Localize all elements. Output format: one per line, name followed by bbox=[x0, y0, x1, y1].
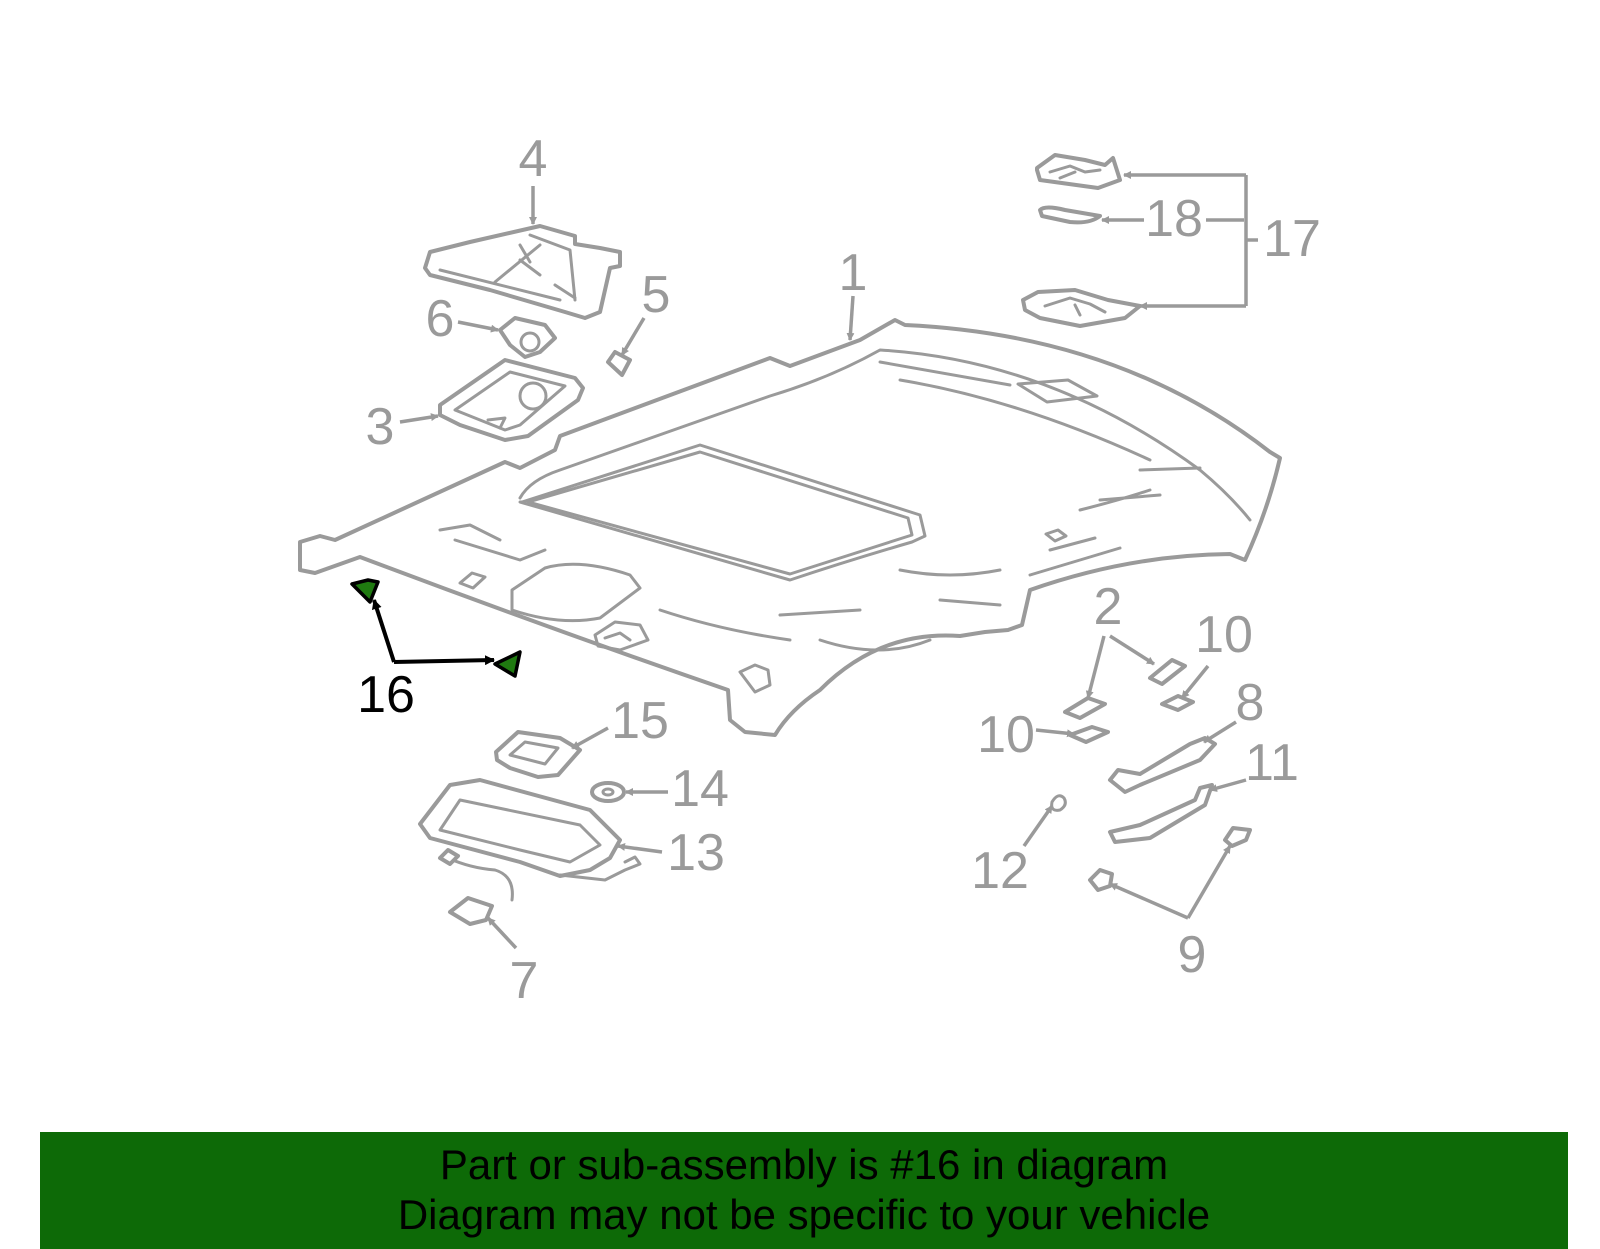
callout-13: 13 bbox=[667, 824, 725, 882]
callout-7: 7 bbox=[510, 952, 539, 1010]
handle-assembly-part-17 bbox=[1021, 153, 1142, 328]
callout-1: 1 bbox=[839, 244, 868, 302]
callout-3: 3 bbox=[366, 398, 395, 456]
callout-11: 11 bbox=[1245, 734, 1299, 792]
cap-part-9 bbox=[1088, 826, 1252, 892]
sun-visor-part-13 bbox=[418, 778, 642, 882]
visor-lamp-part-15 bbox=[494, 730, 582, 779]
overhead-base-part-3 bbox=[438, 358, 585, 442]
clip-part-5 bbox=[606, 350, 632, 377]
banner-line-part-number: Part or sub-assembly is #16 in diagram bbox=[439, 1141, 1169, 1188]
seal-part-18 bbox=[1038, 205, 1102, 225]
callout-9: 9 bbox=[1178, 926, 1207, 984]
banner-line-disclaimer: Diagram may not be specific to your vehi… bbox=[397, 1191, 1211, 1238]
callout-15: 15 bbox=[611, 692, 669, 750]
callout-18: 18 bbox=[1145, 190, 1203, 248]
lamp-part-6 bbox=[498, 316, 557, 359]
callout-2: 2 bbox=[1094, 578, 1123, 636]
callout-6: 6 bbox=[426, 290, 455, 348]
clip-part-12 bbox=[1050, 794, 1067, 812]
console-part-4 bbox=[423, 224, 622, 320]
callout-16: 16 bbox=[357, 666, 415, 724]
pad-part-10 bbox=[1068, 694, 1195, 744]
grommet-part-14 bbox=[590, 781, 626, 803]
leader-lines bbox=[372, 171, 1258, 950]
pad-part-2 bbox=[1063, 658, 1187, 720]
grab-handle-part-8 bbox=[1108, 736, 1217, 794]
callout-12: 12 bbox=[971, 842, 1029, 900]
retainer-part-16 bbox=[350, 578, 522, 678]
connector-part-7 bbox=[438, 848, 514, 926]
callout-10-lower: 10 bbox=[977, 706, 1035, 764]
callout-17: 17 bbox=[1263, 210, 1321, 268]
info-banner: Part or sub-assembly is #16 in diagram D… bbox=[40, 1132, 1568, 1249]
callout-4: 4 bbox=[519, 130, 548, 188]
callout-8: 8 bbox=[1236, 674, 1265, 732]
callout-14: 14 bbox=[671, 760, 729, 818]
callout-labels: 4 1 5 6 3 18 17 2 10 8 10 11 12 9 15 14 … bbox=[357, 130, 1321, 1010]
headliner-part-1 bbox=[298, 318, 1282, 737]
callout-10-upper: 10 bbox=[1195, 606, 1253, 664]
callout-5: 5 bbox=[642, 266, 671, 324]
